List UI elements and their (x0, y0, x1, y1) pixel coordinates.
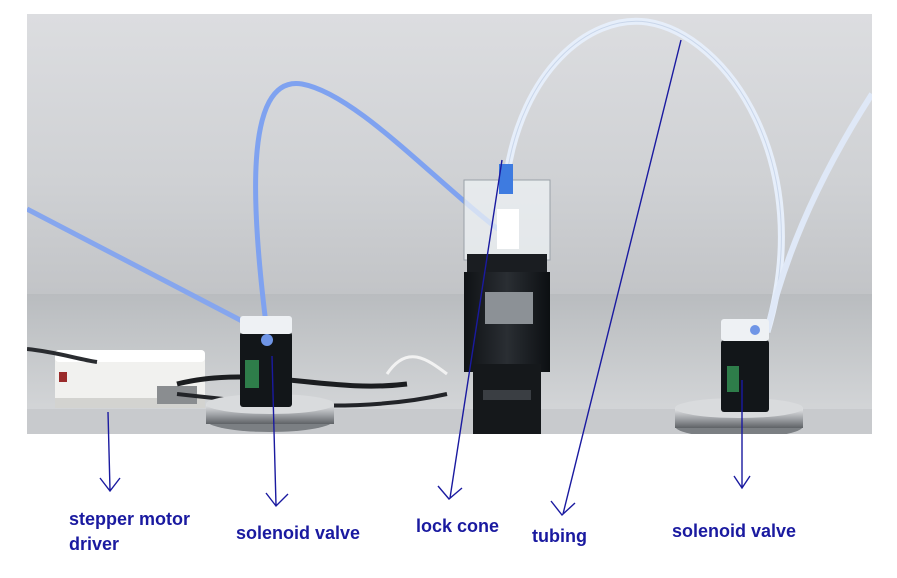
arrow-tubing (550, 39, 682, 517)
label-stepper-motor-driver: stepper motor driver (69, 507, 190, 557)
arrow-solenoid-right (733, 380, 751, 490)
arrow-stepper-driver (99, 411, 121, 493)
tube-blue-arch (253, 81, 509, 333)
label-stepper-line1: stepper motor (69, 509, 191, 529)
label-stepper-line2: driver (69, 534, 120, 554)
solenoid-valve-left (206, 316, 334, 432)
lock-cone-pump (463, 164, 551, 434)
label-lock-cone: lock cone (416, 516, 500, 536)
backdrop-wall (27, 14, 872, 294)
label-tubing: tubing (532, 526, 587, 546)
label-solenoid-valve-left: solenoid valve (236, 523, 361, 543)
tube-left-inlet (27, 206, 269, 337)
tube-white-outlet (764, 92, 872, 333)
apparatus-photo (27, 14, 872, 434)
arrow-lock-cone (437, 159, 503, 500)
arrow-solenoid-left (265, 355, 289, 508)
label-solenoid-valve-right: solenoid valve (672, 521, 797, 541)
solenoid-valve-right (675, 319, 803, 434)
